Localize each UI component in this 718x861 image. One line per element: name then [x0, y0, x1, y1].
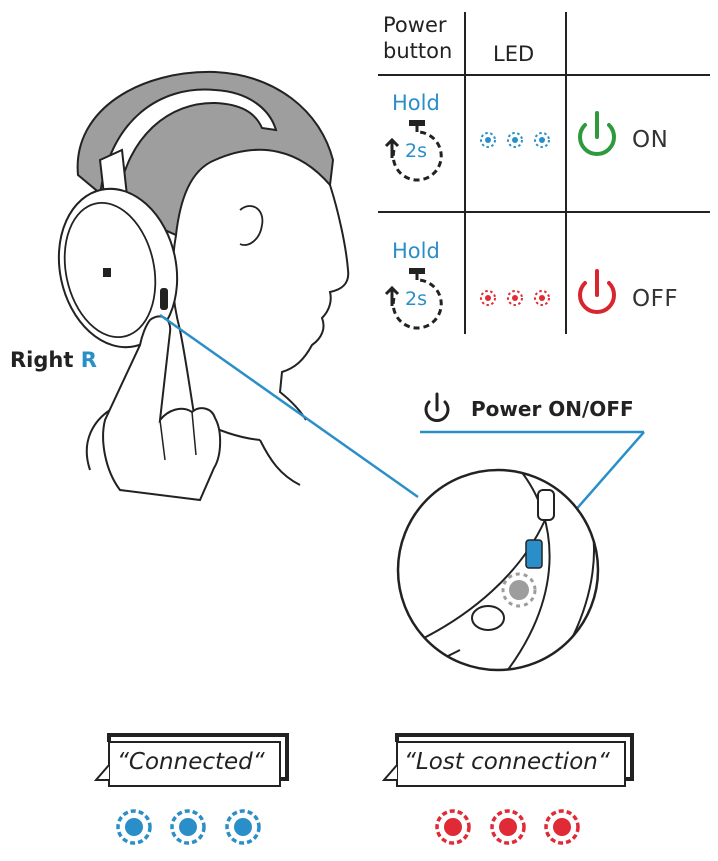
bubble-connected-frame: [93, 733, 289, 787]
callout-line: [159, 313, 419, 499]
row-on-action: Hold: [392, 91, 440, 115]
hand: [102, 315, 222, 502]
led-row-on: [480, 132, 550, 148]
bubble-lost-connection: “Lost connection“: [404, 749, 610, 775]
timer-icon-on: [384, 120, 443, 182]
power-button-highlight: [525, 539, 543, 569]
row-off-action: Hold: [392, 239, 440, 263]
led-connected: [116, 809, 261, 845]
ear-cup-marker: [103, 268, 111, 277]
header-led: LED: [493, 42, 535, 66]
row-off-duration: 2s: [405, 288, 427, 310]
led-lost: [435, 809, 580, 845]
side-label-prefix: Right: [10, 348, 74, 372]
side-label: Right R: [10, 348, 97, 372]
ear-cup-buttons: [160, 288, 168, 310]
power-callout-label: Power ON/OFF: [471, 397, 634, 421]
side-label-letter: R: [80, 348, 97, 372]
timer-icon-off: [384, 268, 443, 330]
power-off-icon: [578, 269, 616, 315]
headband: [98, 88, 278, 200]
power-icon: [424, 392, 450, 422]
magnifier: [396, 468, 600, 672]
row-on-state: ON: [632, 127, 669, 153]
bubble-lost-frame: [381, 733, 634, 787]
shoulder: [85, 409, 301, 486]
row-on-duration: 2s: [405, 140, 427, 162]
bubble-connected: “Connected“: [117, 749, 265, 775]
led-row-off: [480, 290, 550, 306]
row-off-state: OFF: [632, 286, 679, 312]
power-on-icon: [578, 111, 616, 157]
header-power-button: Power button: [383, 13, 453, 63]
head-outline: [171, 184, 350, 441]
ear: [239, 205, 264, 246]
